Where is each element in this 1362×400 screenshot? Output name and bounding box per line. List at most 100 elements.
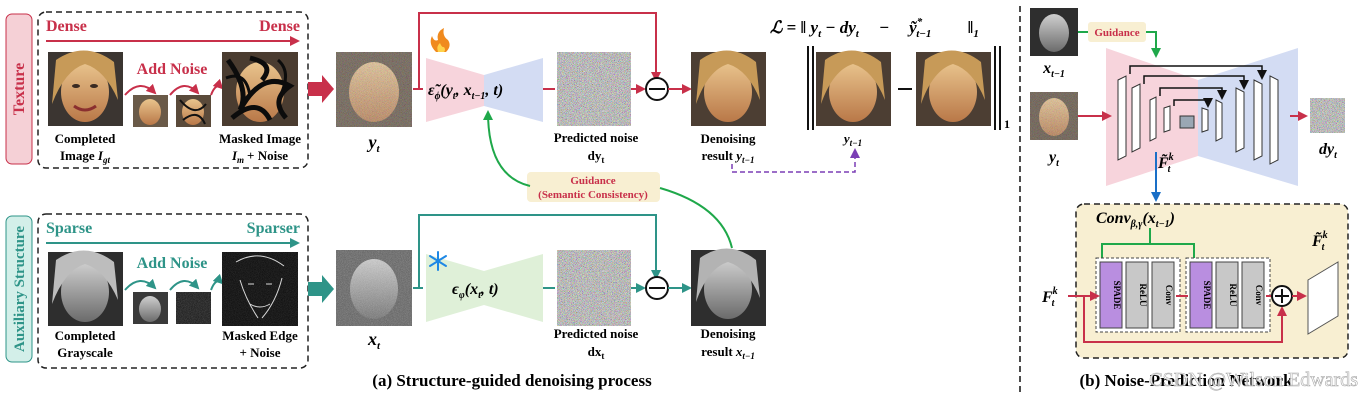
texture-net-formula: ε̃ϕ(yt, xt−1, t) (428, 82, 503, 102)
small-face-1 (133, 95, 168, 127)
completed-grayscale-thumbnail (48, 250, 123, 326)
denoised-result-x (691, 248, 766, 326)
denoised-result-y (691, 50, 766, 126)
resblock-2 (1185, 257, 1271, 333)
dense-left-label: Dense (46, 18, 87, 35)
noise-hop-1 (124, 83, 157, 96)
completed-label-2: Image Igt (60, 148, 110, 165)
completed-gray-label-2: Grayscale (57, 345, 113, 360)
unet-layers (1117, 75, 1279, 165)
texture-input-arrow (308, 75, 334, 103)
b-x-label: xt−1 (1042, 60, 1065, 80)
resblock-1-spade: SPADE (1112, 281, 1122, 310)
add-noise-texture: Add Noise (137, 61, 208, 78)
subtract-operator-top (645, 77, 669, 101)
watermark: CSDN @Wilson Edwards (1149, 369, 1358, 391)
dense-right-label: Dense (259, 18, 300, 35)
small-edge-map-2 (176, 292, 211, 324)
structure-hop-3 (210, 273, 224, 291)
result-label-bottom-1: Denoising (701, 326, 756, 341)
structure-side-label: Auxiliary Structure (12, 226, 28, 352)
texture-side-tab (5, 13, 33, 165)
resblock-2-spade: SPADE (1202, 281, 1212, 310)
y-t-label: yt (366, 132, 380, 155)
loss-target-image (916, 50, 991, 126)
masked-image-thumbnail (222, 52, 298, 126)
sparser-right-label: Sparser (247, 220, 300, 237)
subtract-operator-bottom (645, 276, 669, 300)
predicted-noise-symbol-bottom: dxt (588, 344, 605, 361)
conv-guidance-lines (1101, 228, 1195, 258)
structure-hop-2 (169, 278, 200, 291)
loss-yt-minus-1-image (816, 50, 891, 126)
texture-denoiser-network (426, 58, 543, 122)
predicted-noise-texture (557, 52, 631, 126)
noise-hop-2 (169, 83, 200, 96)
resblock-2-conv: Conv (1254, 285, 1264, 306)
completed-image-thumbnail (48, 50, 123, 126)
x-t-minus-1-thumbnail (1030, 8, 1078, 56)
result-label-top-2: result yt−1 (701, 148, 754, 165)
masked-edge-label-2: + Noise (240, 345, 281, 360)
add-operator (1271, 285, 1293, 307)
resblock-1 (1095, 257, 1181, 333)
b-guidance-box (1088, 22, 1146, 42)
caption-a: (a) Structure-guided denoising process (372, 371, 652, 390)
result-label-top-1: Denoising (701, 131, 756, 146)
result-to-loss-dashed (731, 148, 860, 173)
resblock-1-conv: Conv (1164, 285, 1174, 306)
predicted-noise-symbol-top: dyt (588, 148, 605, 165)
caption-b: (b) Noise-Prediction Network (1079, 371, 1293, 390)
b-y-label: yt (1047, 149, 1060, 169)
structure-net-formula: ϵφ(xt, t) (452, 281, 499, 301)
predicted-noise-structure (557, 250, 631, 326)
masked-image-label-1: Masked Image (219, 131, 301, 146)
b-guidance-label: Guidance (1094, 27, 1139, 39)
guidance-semantic-from-bottom (659, 187, 733, 249)
y-t-thumbnail-b (1030, 92, 1078, 140)
b-output-noise (1310, 98, 1345, 133)
b-guidance-arrow (1146, 31, 1161, 58)
x-t-image (336, 250, 412, 326)
result-label-bottom-2: result xt−1 (701, 344, 755, 361)
guidance-semantic-l2: (Semantic Consistency) (538, 189, 648, 201)
snowflake-icon (429, 251, 447, 271)
conv-title: Convβ,γ(xt−1) (1096, 210, 1175, 230)
x-t-label: xt (367, 329, 381, 352)
loss-inner-label: yt−1 (842, 131, 862, 148)
completed-gray-label-1: Completed (55, 328, 116, 343)
noise-hop-3 (210, 78, 224, 96)
sparse-left-label: Sparse (46, 220, 92, 237)
resblock-2-relu: ReLU (1228, 284, 1238, 307)
structure-side-tab (5, 215, 33, 363)
loss-formula: ℒ = ‖ yt− dyt−ỹ*t−1‖1 (770, 16, 979, 40)
completed-label-1: Completed (55, 131, 116, 146)
masked-image-label-2: Im+ Noise (231, 148, 288, 165)
guidance-semantic-box (527, 172, 660, 202)
loss-outer-subscript: 1 (1004, 117, 1010, 131)
predicted-noise-label-bottom: Predicted noise (554, 326, 639, 341)
masked-edge-label-1: Masked Edge (222, 328, 298, 343)
masked-edge-thumbnail (222, 252, 298, 326)
small-face-2 (176, 95, 211, 127)
add-noise-structure: Add Noise (137, 255, 208, 272)
y-t-image (336, 52, 412, 127)
resblock-1-relu: ReLU (1138, 284, 1148, 307)
b-output-feature-plane (1307, 261, 1339, 335)
unet-skip-connections (1129, 65, 1267, 108)
fire-icon (430, 28, 450, 52)
guidance-semantic-up-arrow (483, 110, 531, 187)
guidance-semantic-l1: Guidance (570, 175, 615, 187)
structure-denoiser-network (426, 254, 543, 322)
predicted-noise-label-top: Predicted noise (554, 130, 639, 145)
b-residual-path (1083, 296, 1287, 343)
texture-dashed-box (37, 11, 309, 169)
b-output-label: dyt (1319, 141, 1338, 161)
structure-hop-1 (124, 278, 157, 291)
structure-input-arrow (308, 275, 334, 303)
texture-side-label: Texture (11, 63, 28, 115)
